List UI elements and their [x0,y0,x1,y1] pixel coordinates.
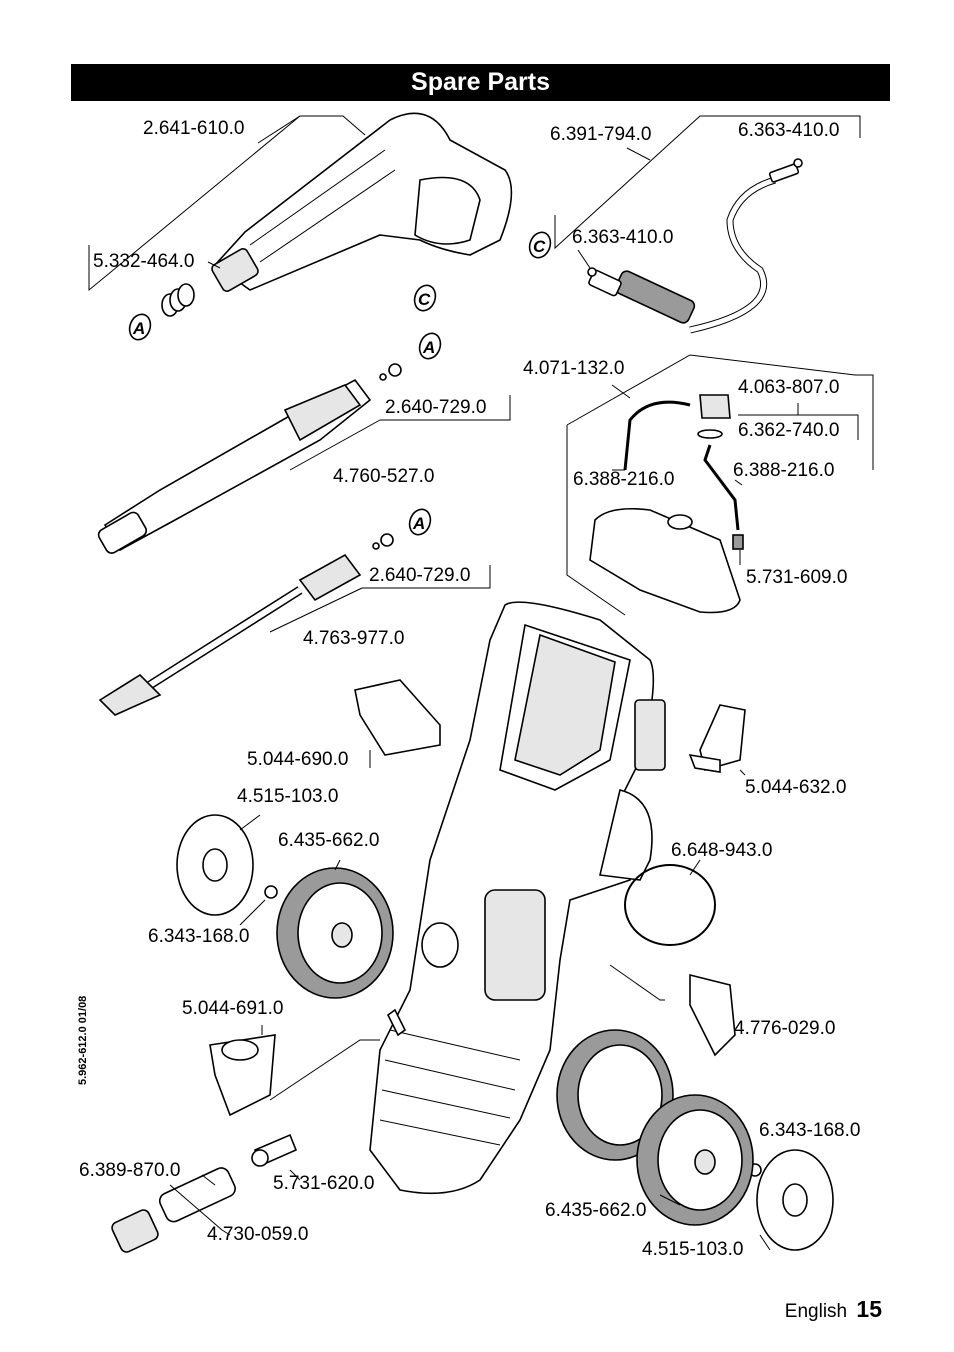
part-label: 5.044-691.0 [182,998,283,1019]
part-label: 6.362-740.0 [738,420,839,441]
marker-a-1: A [128,313,152,341]
part-label: 2.640-729.0 [385,397,486,418]
wheels-drawing [276,867,754,1226]
page-title: Spare Parts [71,64,890,101]
svg-text:A: A [412,514,425,533]
page-number: 15 [856,1296,882,1322]
part-label: 4.776-029.0 [734,1018,835,1039]
part-label: 4.760-527.0 [333,466,434,487]
svg-text:A: A [132,319,145,338]
part-label: 4.515-103.0 [642,1239,743,1260]
spring-drawing [161,283,195,317]
part-label: 6.388-216.0 [733,460,834,481]
spray-lance-1-drawing [97,363,402,554]
part-label: 6.389-870.0 [79,1160,180,1181]
part-label: 6.435-662.0 [278,830,379,851]
trigger-gun-drawing [211,112,513,292]
cable-ring-drawing [624,864,716,946]
leader-lines [88,115,874,1251]
part-label: 4.071-132.0 [523,358,624,379]
part-label: 6.363-410.0 [572,227,673,248]
footer-language: English [784,1301,848,1322]
part-label: 6.363-410.0 [738,120,839,141]
part-label: 6.343-168.0 [759,1120,860,1141]
water-inlet-drawing [111,1133,298,1253]
part-label: 2.640-729.0 [369,565,470,586]
svg-text:C: C [533,237,546,256]
page-footer: English 15 [785,1296,882,1323]
svg-text:C: C [418,290,431,309]
part-label: 5.731-620.0 [273,1173,374,1194]
part-label: 4.515-103.0 [237,786,338,807]
part-label: 5.044-690.0 [247,749,348,770]
hose-drawing [587,158,803,334]
detergent-tank-drawing [589,394,744,614]
spray-lance-2-drawing [98,533,394,716]
marker-a-3: A [408,508,432,536]
part-label: 4.763-977.0 [303,628,404,649]
wheel-covers-drawing [176,814,834,1251]
part-label: 5.332-464.0 [93,251,194,272]
svg-text:A: A [422,338,435,357]
marker-c-2: C [528,231,552,259]
marker-c-1: C [413,284,437,312]
part-label: 4.063-807.0 [738,377,839,398]
holder-clips-drawing [209,679,746,1117]
document-code: 5.962-612.0 01/08 [77,995,89,1085]
main-housing-drawing [369,601,666,1195]
marker-a-2: A [418,332,442,360]
part-label: 6.388-216.0 [573,469,674,490]
part-label: 6.648-943.0 [671,840,772,861]
part-label: 2.641-610.0 [143,118,244,139]
part-label: 6.343-168.0 [148,926,249,947]
part-label: 5.731-609.0 [746,567,847,588]
part-label: 6.435-662.0 [545,1200,646,1221]
part-label: 6.391-794.0 [550,124,651,145]
part-label: 4.730-059.0 [207,1224,308,1245]
part-label: 5.044-632.0 [745,777,846,798]
